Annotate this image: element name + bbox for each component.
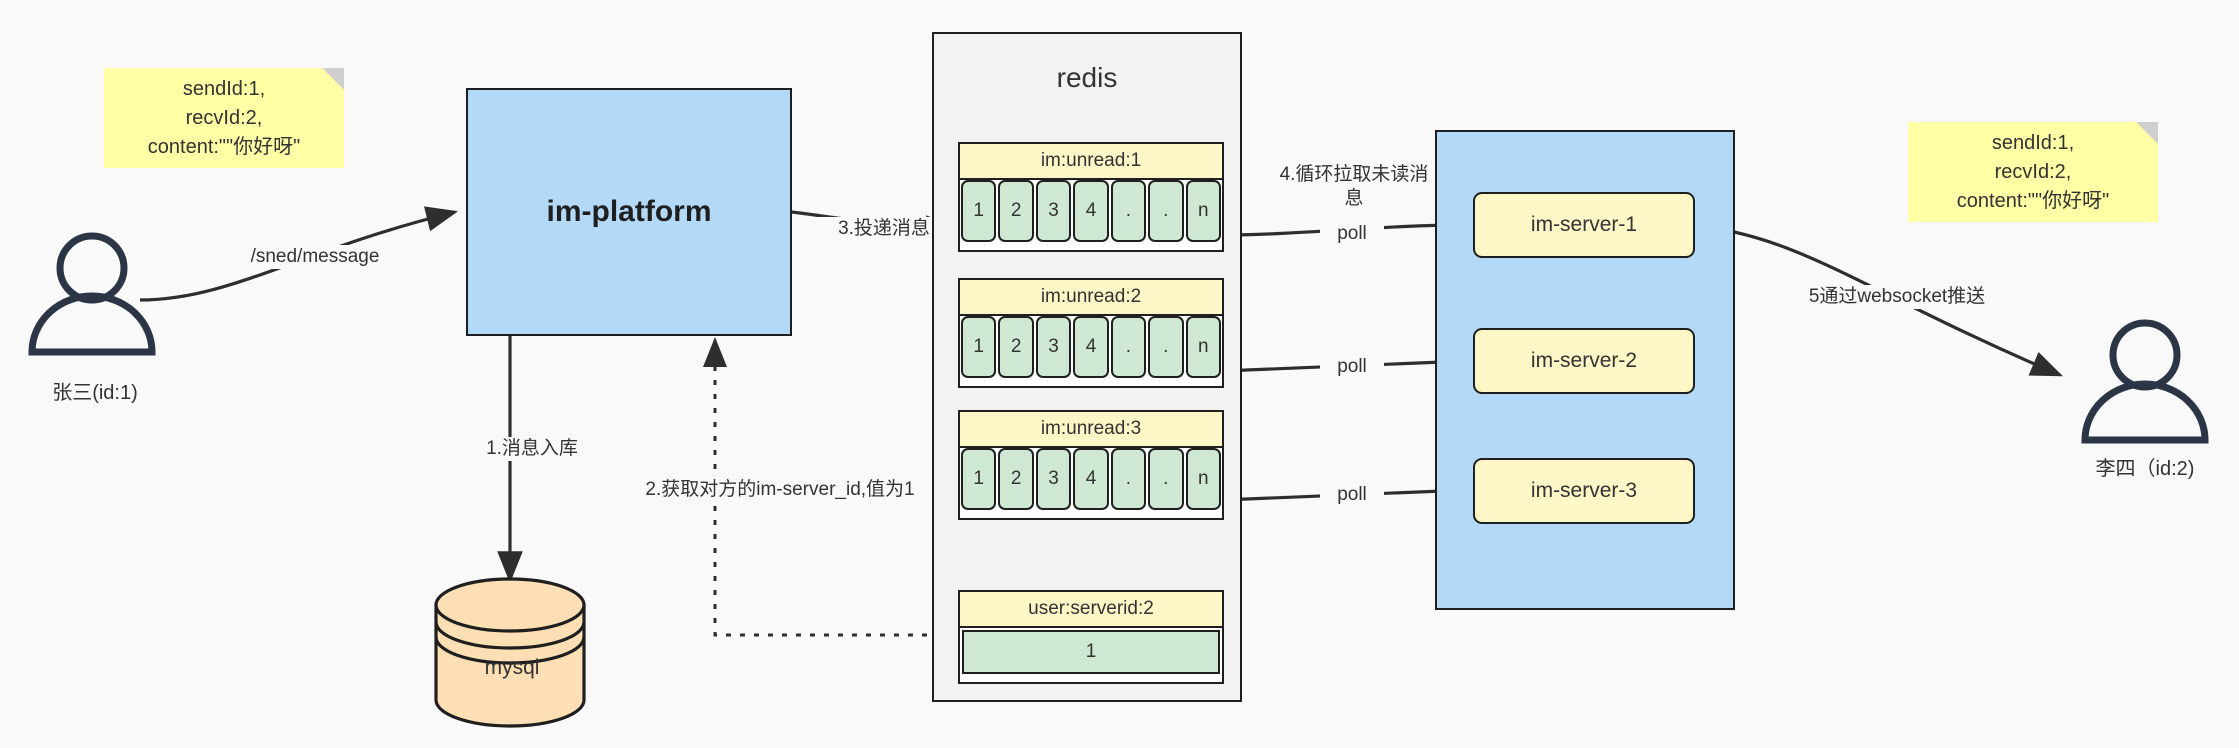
redis-key-value: 1 [962, 630, 1220, 674]
node-im-server-1[interactable]: im-server-1 [1473, 192, 1695, 258]
mysql-label: mysql [484, 656, 540, 679]
redis-cell: . [1110, 448, 1147, 510]
redis-cell: n [1185, 448, 1221, 510]
redis-cell: . [1110, 316, 1147, 378]
redis-cell: 4 [1073, 180, 1109, 242]
edge-label-send-message: /sned/message [228, 245, 402, 269]
redis-key-name: user:serverid:2 [960, 592, 1222, 628]
redis-title: redis [1056, 62, 1118, 93]
redis-key-name: im:unread:1 [960, 144, 1222, 180]
node-im-platform[interactable]: im-platform [466, 88, 792, 336]
note-left-text: sendId:1, recvId:2, content:""你好呀" [147, 77, 301, 158]
redis-cell: 2 [998, 180, 1034, 242]
redis-key-im-unread-2[interactable]: im:unread:2 1 2 3 4 . . n [958, 278, 1224, 388]
mysql-cylinder [434, 577, 586, 728]
note-message-left: sendId:1, recvId:2, content:""你好呀" [104, 68, 344, 168]
redis-cell: n [1185, 180, 1221, 242]
im-platform-title: im-platform [546, 195, 712, 228]
redis-cell: 1 [961, 180, 997, 242]
redis-cell: 1 [961, 316, 997, 378]
redis-key-name: im:unread:2 [960, 280, 1222, 316]
redis-cell: n [1185, 316, 1221, 378]
edge-label-poll-1: poll [1320, 222, 1384, 246]
user-icon [28, 232, 156, 356]
redis-cell: 3 [1035, 180, 1072, 242]
edge-label-poll-3: poll [1320, 483, 1384, 507]
im-server-1-label: im-server-1 [1530, 213, 1638, 236]
node-im-server-2[interactable]: im-server-2 [1473, 328, 1695, 394]
edge-label-poll-2: poll [1320, 355, 1384, 379]
note-message-right: sendId:1, recvId:2, content:""你好呀" [1908, 122, 2158, 222]
note-right-text: sendId:1, recvId:2, content:""你好呀" [1956, 131, 2110, 212]
redis-cell: . [1148, 180, 1184, 242]
redis-cell: 3 [1035, 316, 1072, 378]
redis-key-im-unread-3[interactable]: im:unread:3 1 2 3 4 . . n [958, 410, 1224, 520]
note-fold-icon [322, 68, 344, 90]
edge-label-step3: 3.投递消息 [812, 217, 956, 241]
redis-cell: . [1148, 316, 1184, 378]
redis-cell: 4 [1073, 316, 1109, 378]
edge-label-step4: 4.循环拉取未读消 息 [1252, 163, 1456, 211]
actor-receiver-label: 李四（id:2) [2095, 458, 2195, 480]
edge-label-step1: 1.消息入库 [450, 437, 614, 461]
edge-label-step2: 2.获取对方的im-server_id,值为1 [578, 478, 982, 502]
redis-cell: 4 [1073, 448, 1109, 510]
redis-cell: 3 [1035, 448, 1072, 510]
redis-key-im-unread-1[interactable]: im:unread:1 1 2 3 4 . . n [958, 142, 1224, 252]
redis-key-user-serverid[interactable]: user:serverid:2 1 [958, 590, 1224, 684]
redis-cell: 2 [998, 316, 1034, 378]
redis-cell: . [1110, 180, 1147, 242]
note-fold-icon [2136, 122, 2158, 144]
redis-cell: 2 [998, 448, 1034, 510]
edge-label-step5: 5通过websocket推送 [1790, 285, 2004, 309]
redis-key-cells: 1 2 3 4 . . n [960, 180, 1222, 242]
actor-sender-label: 张三(id:1) [52, 382, 138, 404]
user-icon [2081, 319, 2209, 444]
redis-key-cells: 1 2 3 4 . . n [960, 448, 1222, 510]
redis-cell: 1 [961, 448, 997, 510]
node-im-server-3[interactable]: im-server-3 [1473, 458, 1695, 524]
redis-cell: . [1148, 448, 1184, 510]
redis-key-cells: 1 2 3 4 . . n [960, 316, 1222, 378]
im-server-2-label: im-server-2 [1530, 349, 1638, 372]
im-server-3-label: im-server-3 [1530, 479, 1638, 502]
redis-key-name: im:unread:3 [960, 412, 1222, 448]
